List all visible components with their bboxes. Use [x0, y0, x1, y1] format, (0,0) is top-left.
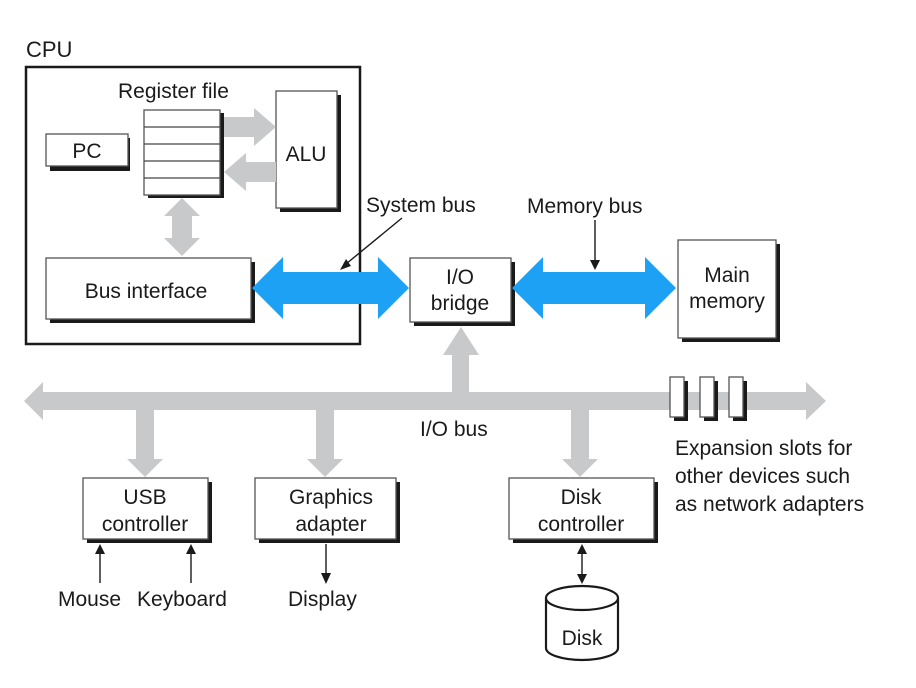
graphics-adapter-label-line2: adapter	[295, 513, 366, 536]
usb-controller-label-line1: USB	[123, 486, 166, 509]
disk-label: Disk	[562, 627, 603, 650]
io-bus-to-disk-controller-arrow	[562, 410, 598, 477]
expansion-caption-line1: Expansion slots for	[675, 437, 852, 460]
keyboard-arrow-head	[186, 544, 196, 554]
io-bus-to-usb-arrow	[127, 410, 163, 477]
memory-bus-arrow	[512, 257, 676, 319]
memory-bus-label: Memory bus	[527, 195, 643, 218]
io-bus-arrow	[24, 382, 826, 420]
system-bus-pointer	[345, 217, 403, 265]
alu-label: ALU	[286, 143, 327, 166]
expansion-slot[interactable]	[669, 376, 685, 418]
register-to-alu-arrow	[224, 108, 276, 146]
register-file	[143, 109, 224, 198]
alu-to-register-arrow	[224, 153, 276, 191]
expansion-slots	[669, 376, 747, 421]
mouse-label: Mouse	[58, 588, 121, 611]
cpu-boundary	[24, 65, 362, 346]
usb-controller-label-line2: controller	[102, 513, 188, 536]
register-file-label: Register file	[118, 80, 229, 103]
main-memory-label-line1: Main	[704, 264, 750, 287]
main-memory-box: Main memory	[677, 239, 780, 342]
system-bus-pointer-head	[340, 259, 351, 270]
main-memory-label-line2: memory	[689, 290, 765, 313]
disk-controller-label-line1: Disk	[561, 486, 602, 509]
expansion-slot[interactable]	[728, 376, 744, 418]
pc-box: PC	[45, 133, 130, 171]
memory-bus-pointer-head	[590, 260, 600, 270]
expansion-caption-line2: other devices such	[675, 465, 850, 488]
pc-label: PC	[72, 140, 101, 163]
expansion-caption-line3: as network adapters	[675, 493, 864, 516]
bus-interface-box: Bus interface	[45, 257, 255, 323]
system-bus-label: System bus	[366, 194, 476, 217]
disk-link-head-down	[577, 574, 587, 584]
io-bus-label: I/O bus	[420, 418, 488, 441]
register-bus-interface-arrow	[164, 198, 200, 256]
disk-link-head-up	[577, 544, 587, 554]
display-label: Display	[288, 588, 357, 611]
disk-controller-box: Disk controller	[508, 477, 658, 543]
disk-controller-label-line2: controller	[538, 513, 624, 536]
io-bridge-label-line2: bridge	[431, 292, 489, 315]
io-bus-to-graphics-arrow	[307, 410, 343, 477]
expansion-slot[interactable]	[699, 376, 715, 418]
graphics-adapter-box: Graphics adapter	[254, 477, 400, 543]
bus-interface-label: Bus interface	[85, 280, 208, 303]
keyboard-label: Keyboard	[137, 588, 227, 611]
alu-box: ALU	[275, 90, 341, 212]
io-bus-to-bridge-arrow	[443, 327, 479, 392]
system-bus-arrow	[252, 257, 409, 319]
io-bridge-box: I/O bridge	[409, 257, 515, 326]
graphics-adapter-label-line1: Graphics	[289, 486, 373, 509]
io-bridge-label-line1: I/O	[446, 266, 474, 289]
display-arrow-head	[321, 573, 331, 584]
mouse-arrow-head	[95, 544, 105, 554]
usb-controller-box: USB controller	[82, 477, 212, 543]
cpu-label: CPU	[26, 37, 72, 62]
disk-icon: Disk	[544, 584, 620, 662]
